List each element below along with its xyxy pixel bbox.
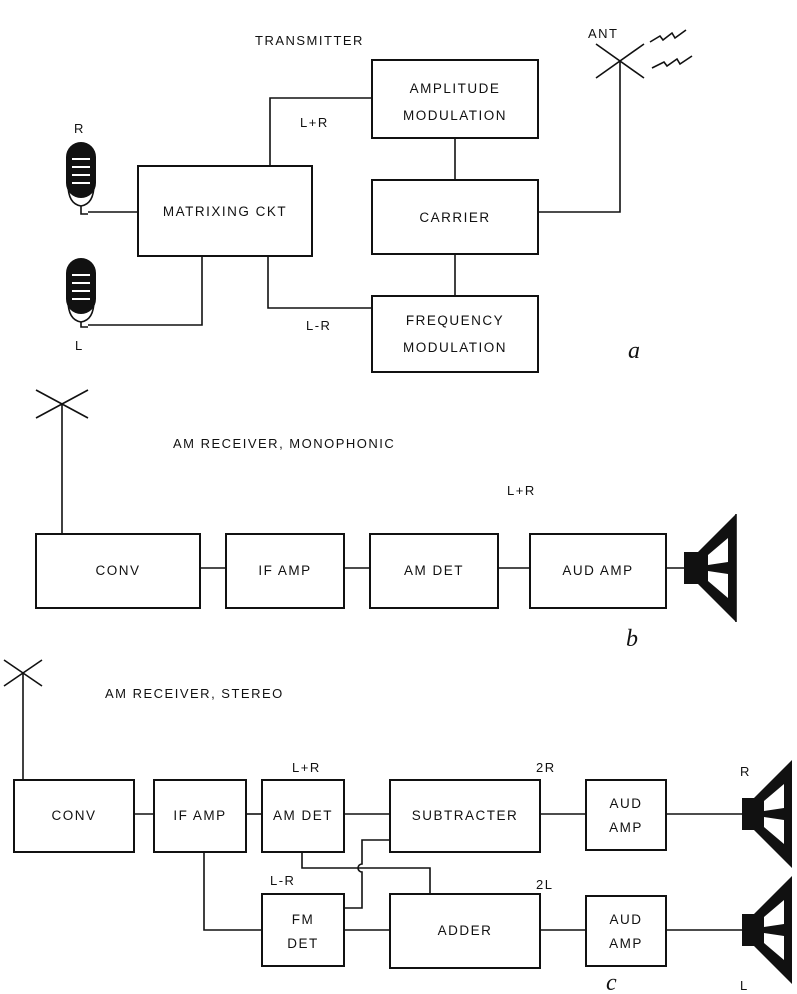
mic-left-label: L [75,338,84,353]
wire-matrix-to-fm [268,256,372,308]
frequency-modulation-box: FREQUENCY MODULATION [372,296,538,372]
aud-bottom-label: AUD [609,912,642,927]
mic-right-label: R [74,121,85,136]
stereo-conv-label: CONV [51,808,96,823]
panel-c-stereo-receiver: AM RECEIVER, STEREO CONV IF AMP [4,660,792,994]
stereo-ifamp-label: IF AMP [173,808,226,823]
stereo-diff-label: L-R [270,873,295,888]
wire-amdet-to-adder [302,852,430,894]
stereo-antenna-icon [4,660,42,780]
two-r-label: 2R [536,760,556,775]
modulation-label-top: MODULATION [403,108,507,123]
stereo-audamp-left-box: AUD AMP [586,896,666,966]
subtracter-label: SUBTRACTER [412,808,519,823]
modulation-label-bottom: MODULATION [403,340,507,355]
amp-bottom-label: AMP [609,936,643,951]
right-microphone-icon: R [66,121,96,214]
mono-amdet-box: AM DET [370,534,498,608]
mono-ifamp-label: IF AMP [258,563,311,578]
adder-label: ADDER [438,923,493,938]
amplitude-label: AMPLITUDE [410,81,501,96]
mono-sum-label: L+R [507,483,536,498]
mono-antenna-icon [36,390,88,534]
frequency-label: FREQUENCY [406,313,504,328]
wire-fmdet-to-subtracter [344,840,390,908]
transmitter-title: TRANSMITTER [255,33,364,48]
matrixing-ckt-label: MATRIXING CKT [163,204,287,219]
adder-box: ADDER [390,894,540,968]
radio-wave-icon [652,56,692,68]
matrixing-ckt-box: MATRIXING CKT [138,166,312,256]
wire-mic-l-to-matrix [88,256,202,325]
wire-matrix-to-am [270,98,372,166]
stereo-amdet-box: AM DET [262,780,344,852]
carrier-box: CARRIER [372,180,538,254]
mono-audamp-label: AUD AMP [562,563,633,578]
stereo-audamp-right-box: AUD AMP [586,780,666,850]
amplitude-modulation-box: AMPLITUDE MODULATION [372,60,538,138]
right-speaker-label: R [740,764,751,779]
left-speaker-label: L [740,978,749,993]
panel-b-mono-receiver: AM RECEIVER, MONOPHONIC CONV IF AMP AM D… [36,390,736,652]
panel-a-transmitter: TRANSMITTER MATRIXING CKT AMPLITUDE MODU… [66,26,692,372]
panel-c-letter: c [606,970,617,994]
two-l-label: 2L [536,877,553,892]
fmdet-label-fm: FM [292,912,315,927]
left-microphone-icon: L [66,258,96,353]
mono-speaker-icon [684,514,736,622]
panel-b-letter: b [626,626,638,652]
transmitter-diff-label: L-R [306,318,331,333]
mono-audamp-box: AUD AMP [530,534,666,608]
fmdet-label-det: DET [287,936,319,951]
mono-conv-label: CONV [95,563,140,578]
wire-ifamp-to-fmdet [204,852,262,930]
stereo-receiver-title: AM RECEIVER, STEREO [105,686,284,701]
right-speaker-icon: R [740,760,792,868]
stereo-fmdet-box: FM DET [262,894,344,966]
transmitter-sum-label: L+R [300,115,329,130]
aud-top-label: AUD [609,796,642,811]
mono-amdet-label: AM DET [404,563,464,578]
left-speaker-icon: L [740,876,792,993]
stereo-amdet-label: AM DET [273,808,333,823]
amp-top-label: AMP [609,820,643,835]
stereo-ifamp-box: IF AMP [154,780,246,852]
stereo-sum-label: L+R [292,760,321,775]
antenna-label: ANT [588,26,619,41]
stereo-conv-box: CONV [14,780,134,852]
mono-receiver-title: AM RECEIVER, MONOPHONIC [173,436,395,451]
panel-a-letter: a [628,338,640,364]
radio-wave-icon [650,30,686,42]
transmitter-antenna-icon: ANT [588,26,692,78]
mono-conv-box: CONV [36,534,200,608]
mono-ifamp-box: IF AMP [226,534,344,608]
wire-carrier-to-antenna [538,60,620,212]
subtracter-box: SUBTRACTER [390,780,540,852]
carrier-label: CARRIER [419,210,490,225]
